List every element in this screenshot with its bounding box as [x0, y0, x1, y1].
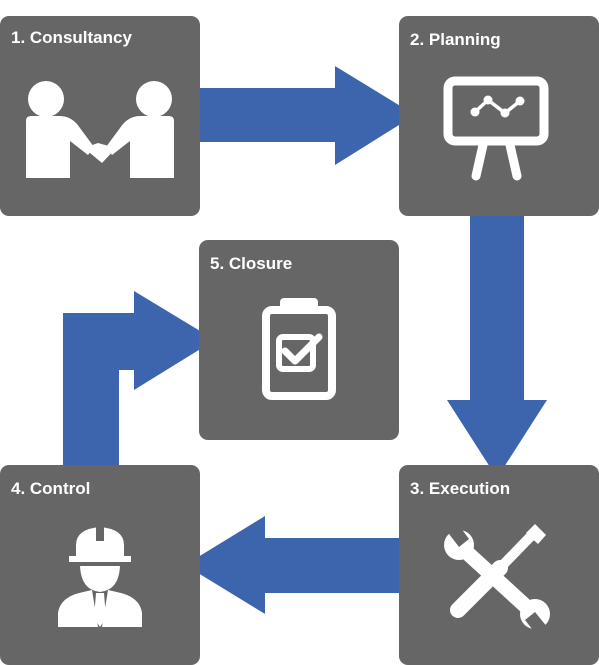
step-control: 4. Control	[0, 465, 200, 665]
arrow-control-to-closure	[63, 291, 215, 465]
arrow-consultancy-to-planning	[200, 66, 415, 165]
step-box	[399, 16, 599, 216]
step-consultancy: 1. Consultancy	[0, 16, 200, 216]
step-execution: 3. Execution	[399, 465, 599, 665]
clipboard-check-icon	[262, 298, 336, 400]
step-planning: 2. Planning	[399, 16, 599, 216]
step-box	[0, 465, 200, 665]
step-label: 3. Execution	[410, 479, 510, 498]
step-label: 5. Closure	[210, 254, 292, 273]
arrow-execution-to-control	[185, 516, 400, 614]
arrow-planning-to-execution	[447, 215, 547, 478]
step-label: 2. Planning	[410, 30, 501, 49]
presentation-board-icon	[443, 76, 549, 181]
step-label: 1. Consultancy	[11, 28, 132, 47]
handshake-icon	[26, 81, 174, 178]
step-label: 4. Control	[11, 479, 90, 498]
step-closure: 5. Closure	[199, 240, 399, 440]
wrench-screwdriver-icon	[444, 520, 550, 638]
engineer-icon	[58, 527, 142, 627]
